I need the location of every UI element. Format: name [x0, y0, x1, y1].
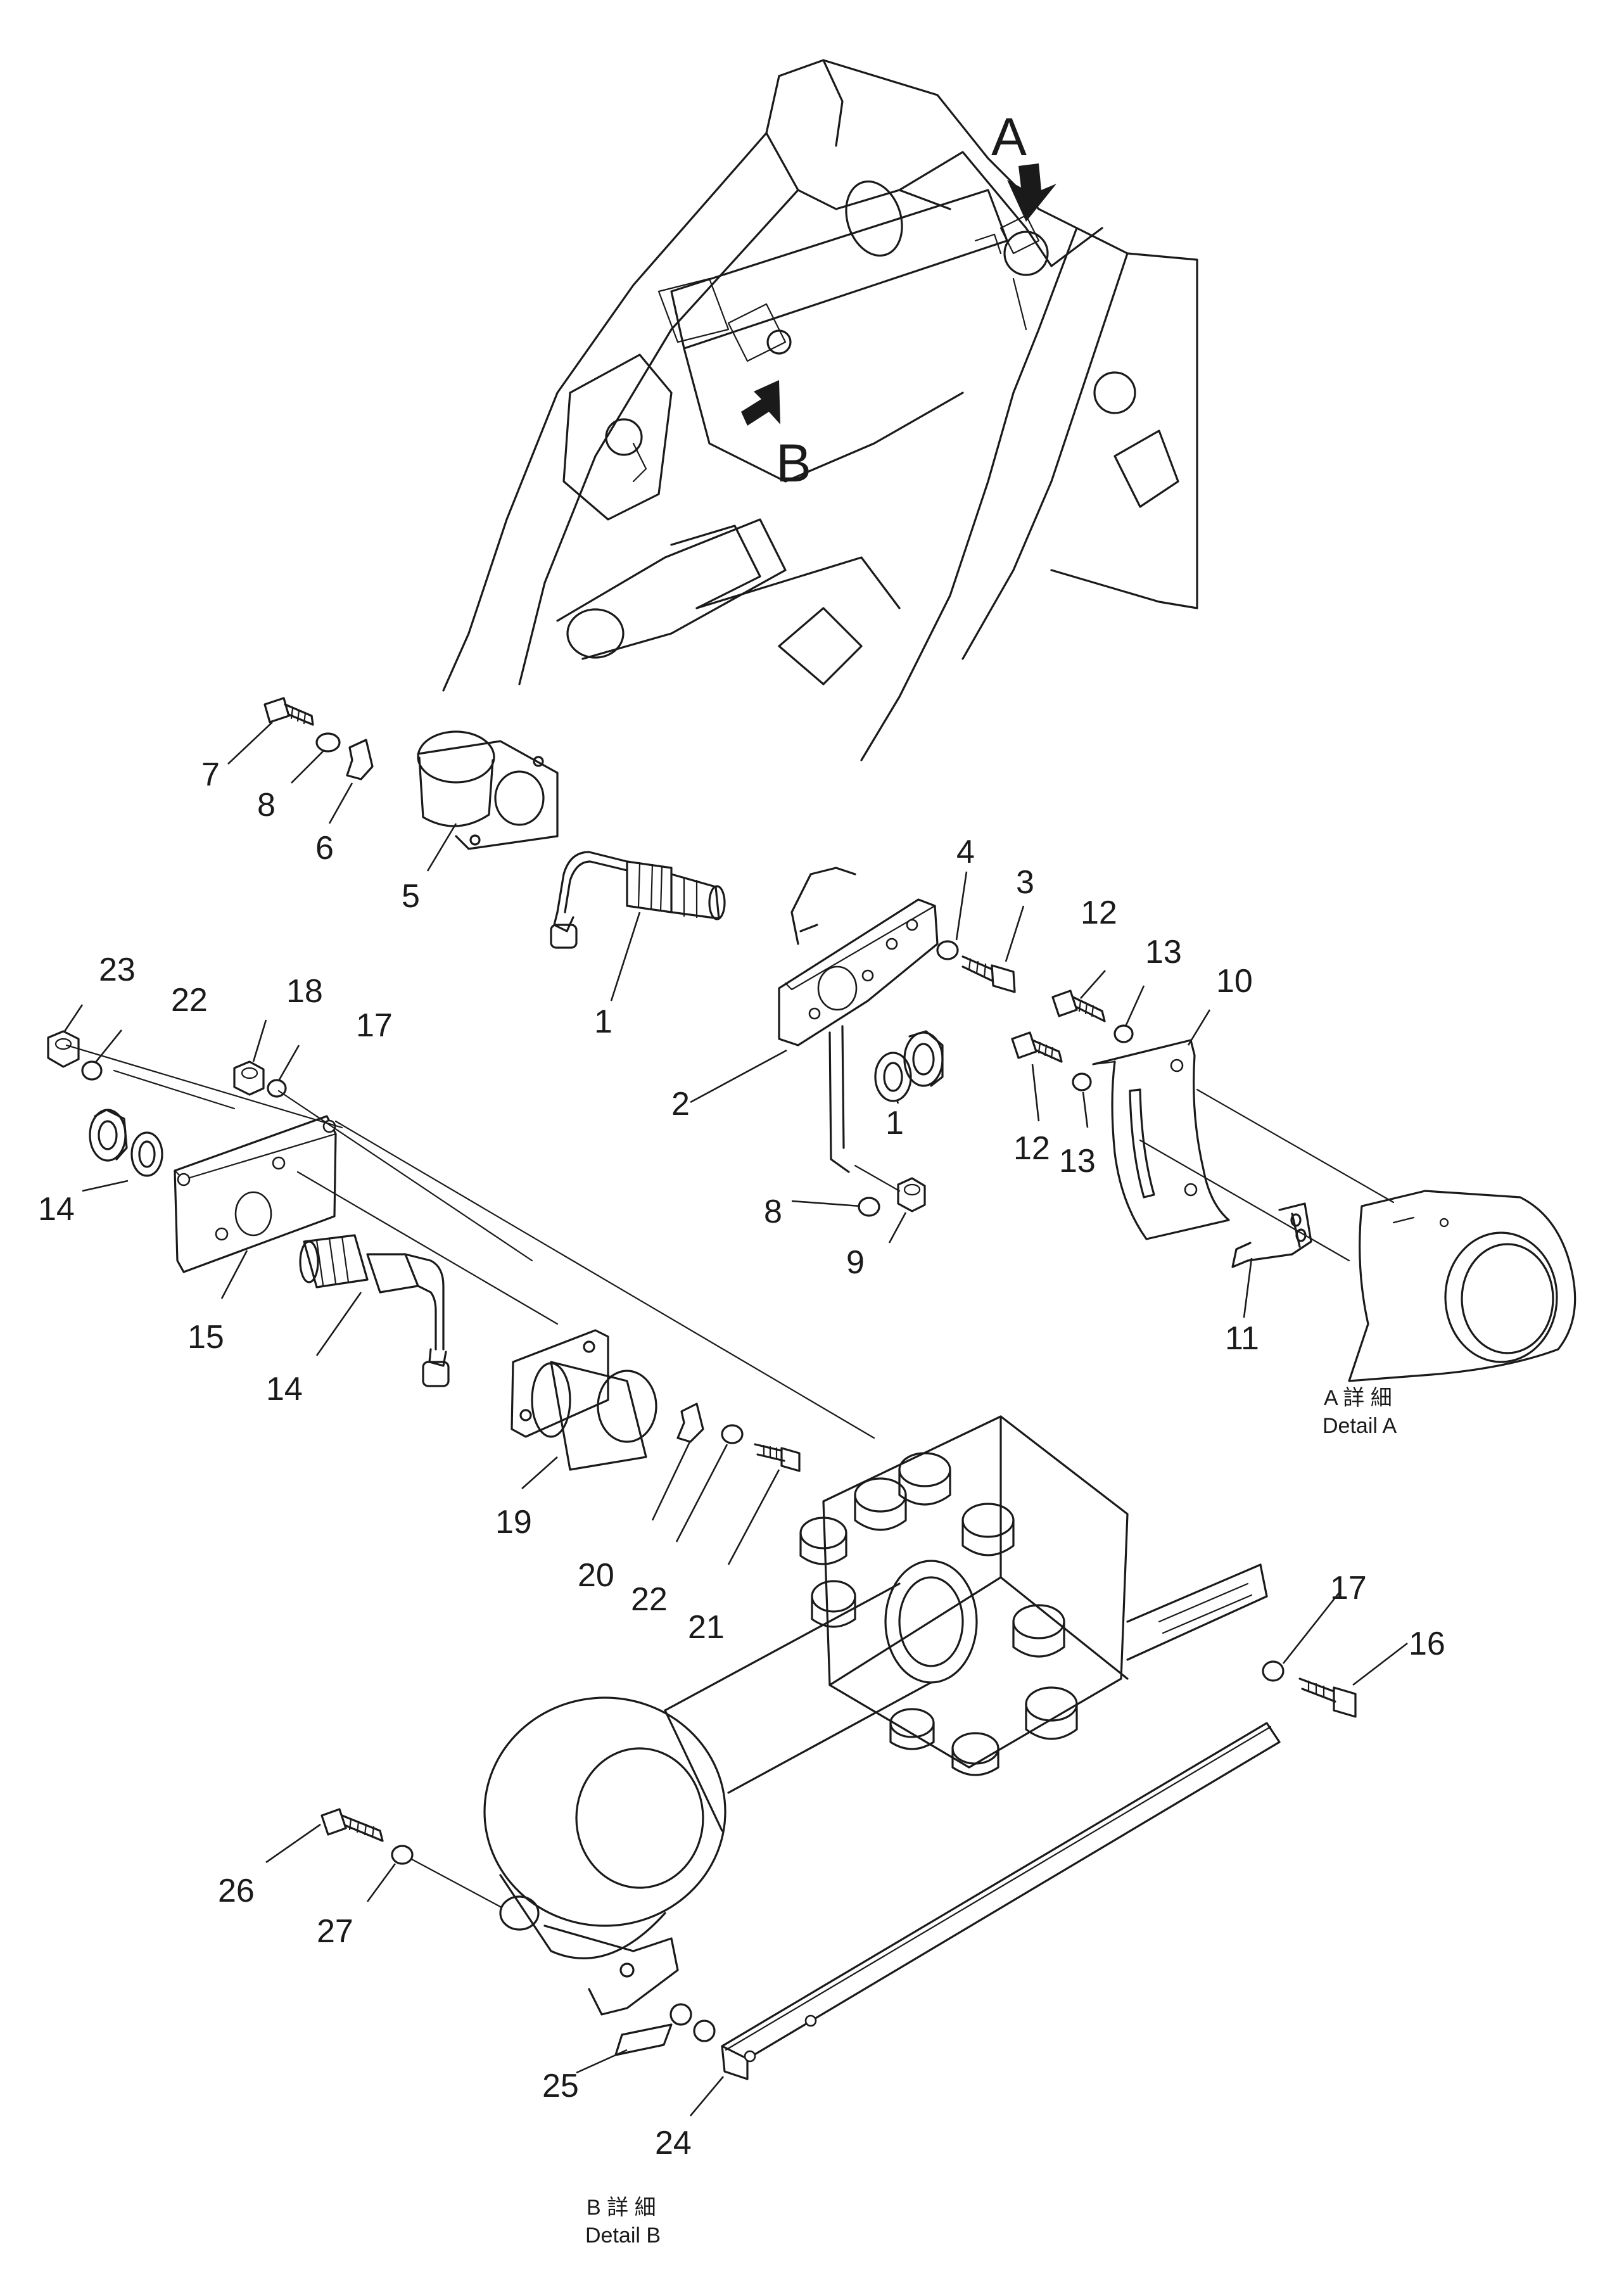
part-14-nut-and-seal [89, 1109, 163, 1177]
part-22-washer [81, 1060, 103, 1081]
part-7-bolt [263, 697, 314, 726]
part-25-shim [614, 2023, 673, 2056]
callout-27: 27 [317, 1913, 353, 1950]
callout-26: 26 [218, 1873, 255, 1909]
part-16-bolt [1298, 1677, 1357, 1718]
leader-lines [63, 722, 1408, 2116]
callout-19: 19 [495, 1504, 532, 1541]
callout-12-upper: 12 [1081, 894, 1117, 931]
part-15-bracket-plate [174, 1115, 337, 1273]
part-14-proximity-switch [299, 1234, 450, 1387]
callout-25: 25 [542, 2068, 579, 2104]
callout-4: 4 [956, 834, 975, 870]
callout-16: 16 [1409, 1625, 1445, 1662]
detail-b-arrow-icon [741, 380, 780, 426]
part-24-angle-bar [721, 1722, 1281, 2080]
callout-6: 6 [315, 830, 334, 867]
callout-10: 10 [1216, 963, 1253, 1000]
callout-12-lower: 12 [1013, 1130, 1050, 1167]
part-11-bent-bracket [1231, 1202, 1312, 1268]
callout-11: 11 [1225, 1320, 1259, 1357]
callout-22-upper: 22 [171, 982, 208, 1019]
part-23-nut [47, 1030, 80, 1068]
machine-frame-assembly [442, 59, 1198, 761]
callout-1-lower: 1 [885, 1105, 904, 1142]
part-12-bolt-upper [1051, 989, 1106, 1022]
part-25-washer-a [669, 2003, 692, 2026]
callout-5: 5 [402, 878, 420, 915]
part-21-bolt [754, 1443, 801, 1472]
callout-13-lower: 13 [1059, 1143, 1096, 1180]
lift-cylinder-assembly [483, 1415, 1268, 2016]
part-13-washer-upper [1113, 1024, 1134, 1043]
part-17-washer [267, 1079, 287, 1098]
callout-14-upper: 14 [38, 1191, 75, 1228]
callout-8-upper: 8 [257, 787, 276, 824]
callout-22-lower: 22 [631, 1581, 668, 1618]
callout-7: 7 [201, 756, 220, 793]
callout-A: A [991, 107, 1027, 167]
part-27-washer [391, 1845, 414, 1865]
part-4-washer [936, 940, 959, 960]
callout-15: 15 [187, 1319, 224, 1356]
part-13-washer-lower [1072, 1072, 1092, 1091]
part-12-bolt-lower [1011, 1031, 1063, 1063]
callout-21: 21 [688, 1609, 725, 1646]
detail-a-caption-en: Detail A [1323, 1414, 1397, 1438]
callout-1-upper: 1 [594, 1003, 612, 1040]
detail-a-caption-jp: A 詳 細 [1324, 1386, 1392, 1410]
callout-23: 23 [99, 951, 136, 988]
part-3-bolt [961, 955, 1016, 993]
callout-labels: 7 8 6 5 1 2 1 4 3 12 13 10 12 13 8 9 11 … [38, 756, 1445, 2161]
part-18-nut [233, 1060, 265, 1096]
callout-18: 18 [286, 973, 323, 1010]
detail-a-arrow-icon [1007, 163, 1056, 222]
callout-8-lower: 8 [764, 1193, 782, 1230]
callout-13-upper: 13 [1145, 934, 1182, 970]
part-19-mounting-tube [511, 1329, 657, 1471]
part-1-nut-and-seal [874, 1030, 944, 1102]
callout-B: B [776, 433, 811, 493]
part-26-bolt [320, 1808, 384, 1842]
detail-b-caption-en: Detail B [585, 2223, 661, 2248]
part-25-washer-b [693, 2020, 716, 2042]
part-17-washer-right [1262, 1660, 1285, 1682]
callout-20: 20 [578, 1557, 614, 1594]
callout-9: 9 [846, 1244, 865, 1281]
part-6-clip [346, 739, 374, 780]
part-8-washer-lower [858, 1197, 880, 1217]
part-5-mounting-tube [417, 730, 559, 850]
callout-14-lower: 14 [266, 1371, 303, 1408]
callout-17-right: 17 [1330, 1570, 1367, 1606]
part-8-washer [315, 732, 341, 753]
part-10-curved-plate [1092, 1039, 1230, 1240]
part-20-clip [676, 1403, 704, 1443]
detail-a-cylinder-end [1348, 1190, 1576, 1382]
detail-b-caption-jp: B 詳 細 [587, 2196, 656, 2220]
callout-24: 24 [655, 2125, 692, 2161]
part-22-washer-lower [721, 1424, 744, 1444]
head-bolt-caps [799, 1452, 1078, 1776]
part-9-nut [897, 1177, 926, 1212]
callout-3: 3 [1016, 864, 1034, 901]
callout-2: 2 [671, 1086, 690, 1123]
part-1-proximity-switch [550, 851, 726, 949]
part-2-bracket [778, 867, 939, 1173]
callout-17-upper: 17 [356, 1007, 393, 1044]
